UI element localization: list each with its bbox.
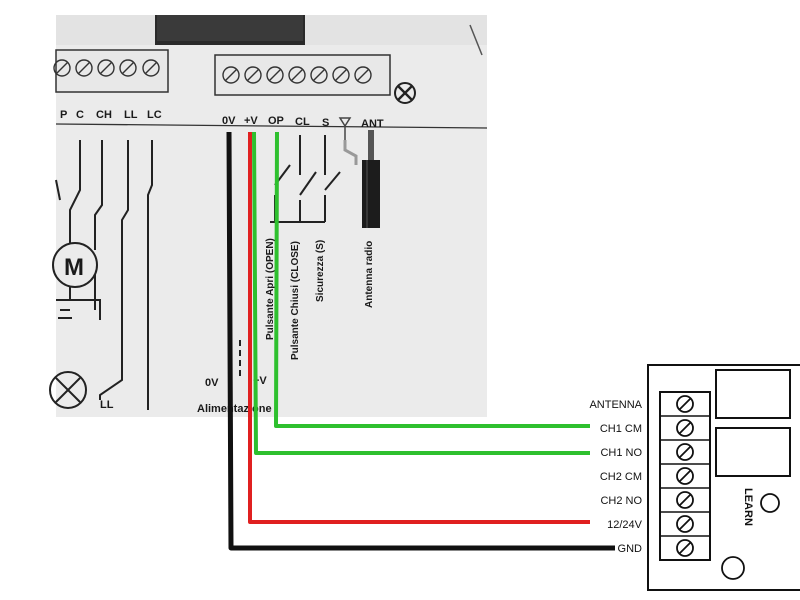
screw-icon: [142, 59, 160, 77]
learn-label: LEARN: [742, 488, 754, 526]
antenna-icon: [338, 117, 358, 165]
wires: [226, 131, 615, 551]
terminal-label-op: OP: [268, 115, 284, 127]
screw-icon: [244, 66, 262, 84]
screw-icon: [676, 515, 694, 533]
receiver-module: LEARN ANTENNA CH1 CM CH1 NO CH2 CM CH2 NO 12/…: [589, 364, 800, 591]
pin-label: CH1 NO: [600, 447, 642, 459]
terminal-labels: P C CH LL LC 0V +V OP CL S ANT: [60, 109, 384, 130]
screw-icon: [266, 66, 284, 84]
pin-label: CH1 CM: [600, 423, 642, 435]
screw-icon: [354, 66, 372, 84]
screw-icon: [53, 59, 71, 77]
screw-icon: [332, 66, 350, 84]
terminal-label-lc: LC: [147, 109, 162, 121]
terminal-label-0v: 0V: [222, 115, 236, 127]
pin-label: ANTENNA: [589, 399, 642, 411]
screw-icon: [676, 491, 694, 509]
screw-icon: [222, 66, 240, 84]
bottom-label-alimentazione: Alimentazione: [197, 403, 272, 415]
bottom-label-ll: LL: [100, 399, 114, 411]
ground-wire: [226, 131, 615, 551]
screw-icon: [288, 66, 306, 84]
lamp-icon: [49, 371, 87, 409]
screw-icon: [676, 443, 694, 461]
terminal-label-ll: LL: [124, 109, 138, 121]
screw-icon: [310, 66, 328, 84]
pin-label: CH2 NO: [600, 495, 642, 507]
ch1-cm-wire: [274, 131, 590, 428]
label-pulsante-chiusi: Pulsante Chiusi (CLOSE): [290, 241, 301, 360]
bottom-label-0v: 0V: [205, 377, 219, 389]
terminal-label-p: P: [60, 109, 67, 121]
motor-label: M: [64, 254, 84, 281]
left-terminal-block: [53, 49, 169, 93]
earth-cross-icon: [394, 82, 416, 104]
terminal-label-c: C: [76, 109, 84, 121]
learn-button[interactable]: [760, 493, 780, 513]
terminal-label-ant: ANT: [361, 118, 384, 130]
power-wire: [248, 132, 590, 524]
control-board-photo: P C CH LL LC 0V +V OP CL S ANT: [49, 15, 488, 417]
screw-icon: [676, 539, 694, 557]
pin-label: GND: [618, 543, 643, 555]
terminal-label-plus-v: +V: [244, 115, 258, 127]
pin-rows: ANTENNA CH1 CM CH1 NO CH2 CM CH2 NO 12/24V GND: [589, 395, 710, 557]
screw-icon: [676, 419, 694, 437]
screw-icon: [97, 59, 115, 77]
screw-icon: [676, 467, 694, 485]
right-terminal-block: [214, 54, 391, 96]
screw-icon: [676, 395, 694, 413]
antenna-cable: [362, 130, 380, 228]
screw-icon: [119, 59, 137, 77]
label-sicurezza: Sicurezza (S): [315, 240, 326, 302]
pin-label: 12/24V: [607, 519, 643, 531]
ch1-no-wire: [252, 131, 590, 455]
pin-label: CH2 CM: [600, 471, 642, 483]
motor-wiring: [55, 140, 153, 410]
relay-1: [715, 369, 791, 419]
label-antenna-radio: Antenna radio: [364, 241, 375, 308]
terminal-label-ch: CH: [96, 109, 112, 121]
terminal-label-s: S: [322, 117, 329, 129]
motor-icon: M: [52, 242, 98, 288]
screw-icon: [75, 59, 93, 77]
relay-2: [715, 427, 791, 477]
mounting-hole-icon: [721, 556, 745, 580]
label-pulsante-apri: Pulsante Apri (OPEN): [265, 238, 276, 340]
terminal-label-cl: CL: [295, 116, 310, 128]
